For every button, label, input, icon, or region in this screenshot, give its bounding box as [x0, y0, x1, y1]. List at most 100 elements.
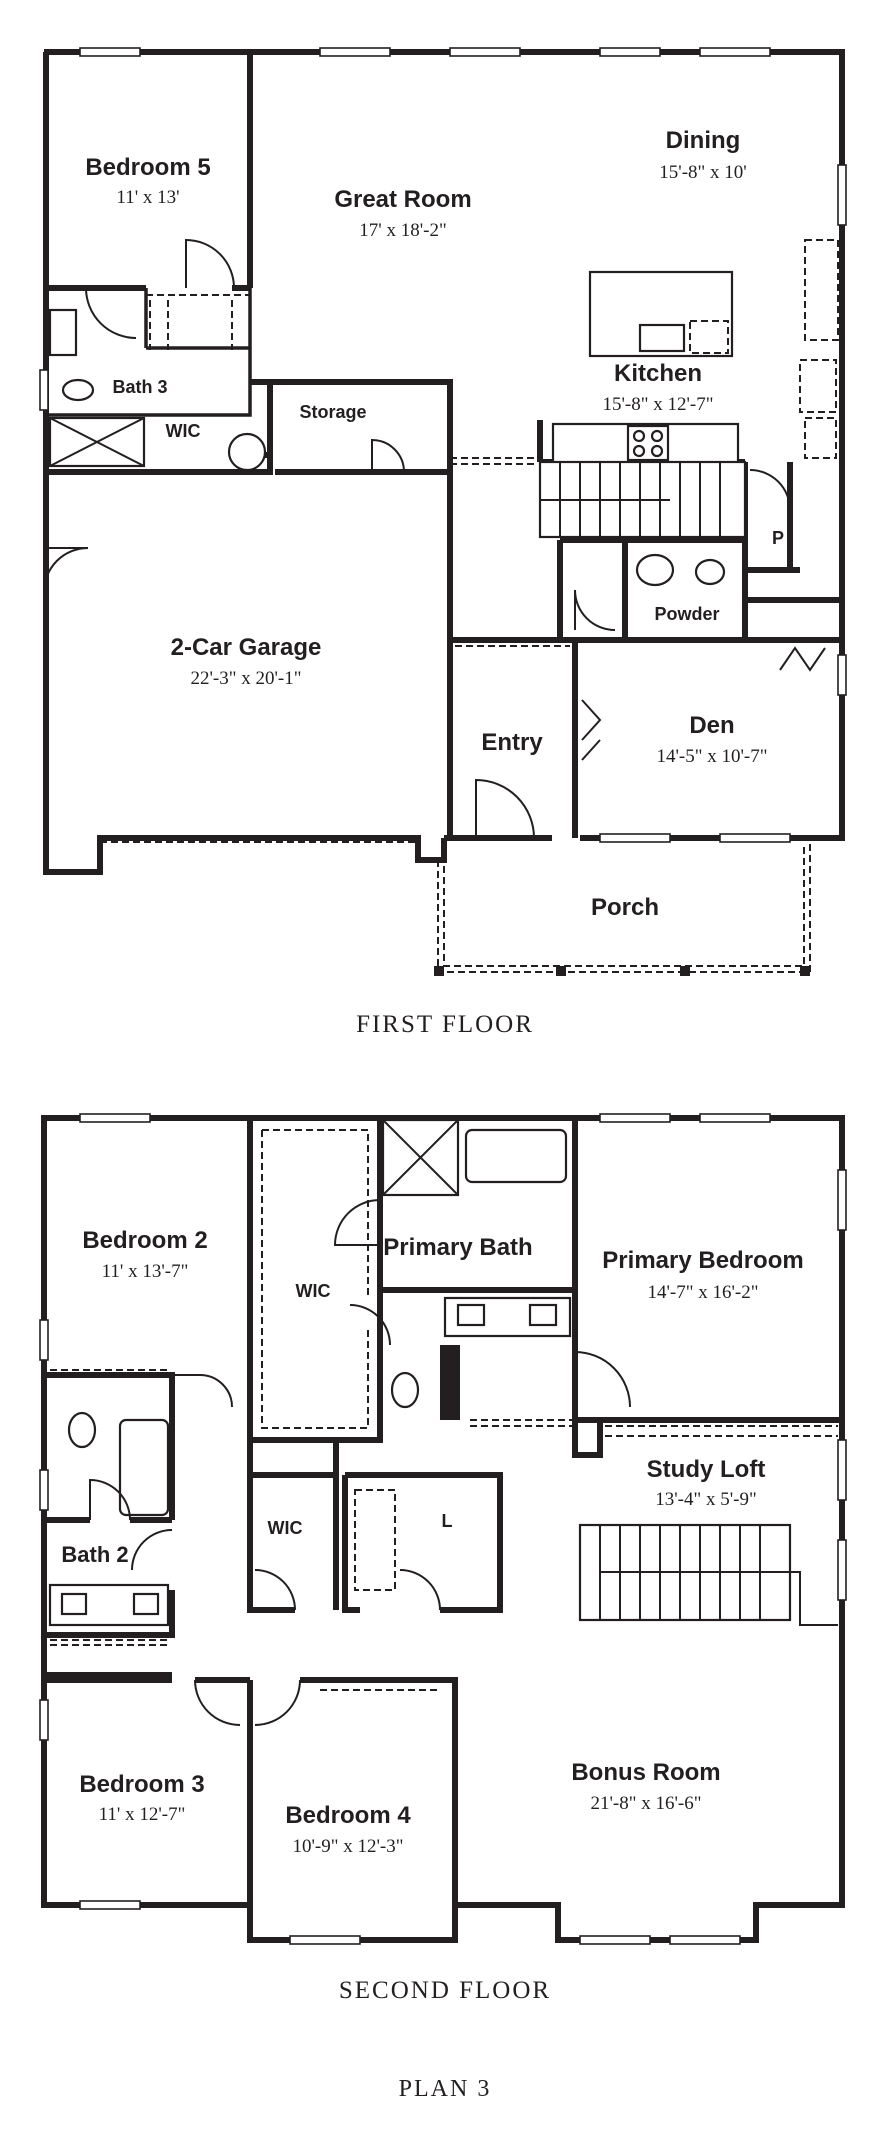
room-dim-bedroom4: 10'-9" x 12'-3": [292, 1836, 403, 1857]
bedroom4-door: [254, 1679, 301, 1726]
room-label-entry: Entry: [481, 729, 543, 756]
window: [837, 1169, 847, 1231]
window: [719, 833, 791, 843]
room-label-bath3: Bath 3: [112, 377, 167, 397]
burner: [650, 429, 664, 443]
room-label-dining: Dining: [666, 127, 741, 154]
window: [837, 1539, 847, 1601]
primary-linen-block: [440, 1345, 460, 1420]
room-label-bedroom4: Bedroom 4: [285, 1802, 411, 1829]
window: [79, 1113, 151, 1123]
pantry-wall: [745, 462, 800, 573]
pantry-door: [749, 469, 791, 511]
wic-primary-shelves: [261, 1129, 369, 1429]
window: [319, 47, 391, 57]
stairs-first-floor: [538, 460, 747, 539]
room-dim-bedroom5: 11' x 13': [116, 187, 179, 208]
room-dim-kitchen: 15'-8" x 12'-7": [602, 394, 713, 415]
room-label-study-loft: Study Loft: [647, 1456, 766, 1483]
window: [699, 1113, 771, 1123]
burner: [650, 444, 664, 458]
bath2-door: [89, 1478, 131, 1521]
porch-post: [800, 966, 810, 976]
room-label-pantry: P: [772, 528, 784, 548]
linen-door: [399, 1569, 441, 1611]
window: [837, 164, 847, 226]
room-dim-garage: 22'-3" x 20'-1": [190, 668, 301, 689]
room-label-wic: WIC: [166, 421, 201, 441]
window: [289, 1935, 361, 1945]
room-label-linen: L: [442, 1511, 453, 1531]
bath2-toilet: [67, 1411, 97, 1449]
window: [449, 47, 521, 57]
bedroom2-door: [172, 1374, 233, 1408]
first-floor: Bedroom 5 11' x 13' Great Room 17' x 18'…: [39, 47, 847, 1038]
room-label-den: Den: [689, 712, 734, 739]
window: [39, 1699, 49, 1741]
bath2-sink: [60, 1592, 88, 1616]
cooktop: [626, 424, 670, 462]
window: [669, 1935, 741, 1945]
wic2-shelves: [354, 1489, 396, 1591]
porch-outline: [437, 838, 811, 973]
first-floor-title: FIRST FLOOR: [356, 1011, 534, 1038]
room-label-great-room: Great Room: [334, 186, 471, 213]
room-dim-den: 14'-5" x 10'-7": [656, 746, 767, 767]
bedroom3-door: [194, 1679, 241, 1726]
bedroom4-walls: [195, 1677, 458, 1940]
bath3-vanity: [48, 308, 78, 357]
powder-sink: [635, 553, 675, 587]
primary-sink: [528, 1303, 558, 1327]
room-dim-bonus-room: 21'-8" x 16'-6": [590, 1793, 701, 1814]
room-label-bedroom5: Bedroom 5: [85, 154, 210, 181]
primary-sink: [456, 1303, 486, 1327]
storage-walls: [250, 379, 453, 472]
study-loft-rail: [605, 1425, 838, 1437]
island-sink: [638, 323, 686, 353]
primary-toilet: [390, 1371, 420, 1409]
room-label-storage: Storage: [299, 402, 366, 422]
room-label-porch: Porch: [591, 894, 659, 921]
room-label-garage: 2-Car Garage: [171, 634, 322, 661]
water-heater: [227, 432, 267, 472]
room-label-primary-bedroom: Primary Bedroom: [602, 1247, 803, 1274]
room-dim-great-room: 17' x 18'-2": [359, 220, 446, 241]
second-floor: Bedroom 2 11' x 13'-7" WIC Primary Bath …: [39, 1113, 847, 2004]
room-label-bath2: Bath 2: [61, 1542, 128, 1567]
dishwasher: [689, 320, 729, 354]
powder-toilet: [694, 558, 726, 586]
room-dim-dining: 15'-8" x 10': [659, 162, 746, 183]
window: [837, 1439, 847, 1501]
second-floor-title: SECOND FLOOR: [339, 1977, 551, 2004]
closet-doors: [779, 646, 826, 672]
window: [837, 654, 847, 696]
window: [599, 1113, 671, 1123]
primary-bath-door: [333, 1199, 381, 1246]
window: [39, 1319, 49, 1361]
primary-bath-opening: [470, 1419, 575, 1427]
bath2-door-2: [131, 1529, 173, 1571]
primary-tub: [464, 1128, 568, 1184]
storage-door: [371, 438, 405, 473]
dining-cabinets: [799, 239, 839, 459]
room-label-bedroom3: Bedroom 3: [79, 1771, 204, 1798]
room-label-primary-bath: Primary Bath: [383, 1234, 532, 1261]
front-door: [475, 778, 535, 839]
wic2-door: [254, 1569, 296, 1611]
window: [599, 47, 661, 57]
room-label-wic2: WIC: [268, 1518, 303, 1538]
window: [699, 47, 771, 57]
window: [579, 1935, 651, 1945]
bedroom5-door: [185, 238, 235, 289]
window: [39, 369, 49, 411]
room-dim-primary-bedroom: 14'-7" x 16'-2": [647, 1282, 758, 1303]
room-label-wic-primary: WIC: [296, 1281, 331, 1301]
room-label-bonus-room: Bonus Room: [571, 1759, 720, 1786]
window: [79, 47, 141, 57]
bedroom2-closet: [50, 1369, 170, 1376]
window: [79, 1900, 141, 1910]
bath3-door: [85, 287, 137, 339]
entry-opening: [455, 639, 570, 647]
bath3-toilet: [61, 378, 95, 402]
